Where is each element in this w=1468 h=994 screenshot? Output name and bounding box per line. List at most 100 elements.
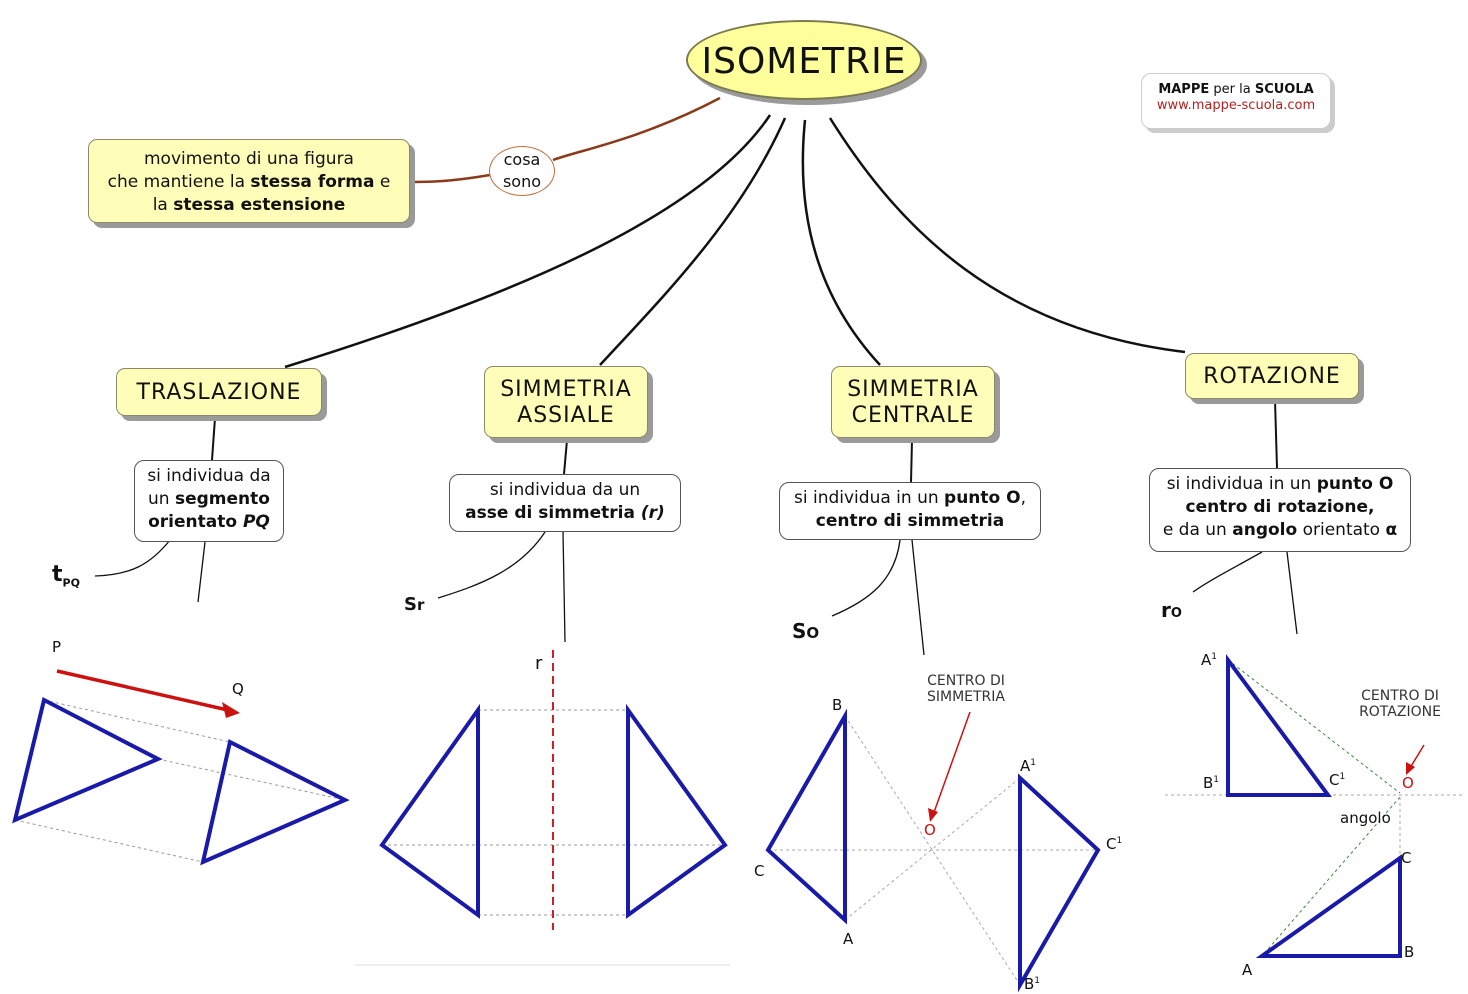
edge-centrale-desc xyxy=(910,439,913,483)
symbol-rotazione: rO xyxy=(1161,598,1182,622)
desc-rotazione-line-3d: α xyxy=(1385,520,1398,540)
translation-figure xyxy=(12,669,350,866)
symbol-traslazione-sub: PQ xyxy=(62,576,80,590)
edge-title-traslazione xyxy=(284,114,772,369)
edge-centrale-figure xyxy=(911,539,925,656)
node-simmetria-assiale: SIMMETRIA ASSIALE xyxy=(484,366,648,438)
desc-traslazione-line-2a: un xyxy=(148,489,175,509)
label-b1-sup: 1 xyxy=(1034,976,1041,986)
node-traslazione: TRASLAZIONE xyxy=(116,368,322,416)
label-rot-b1: B1 xyxy=(1203,774,1219,792)
label-c1-main: C xyxy=(1106,835,1117,853)
edge-assiale-desc xyxy=(563,439,568,475)
definition-line-2a: che mantiene la xyxy=(107,172,251,192)
desc-assiale-line-2a: asse di simmetria xyxy=(465,503,641,523)
symbol-rotazione-main: r xyxy=(1161,598,1171,622)
label-rot-b1-sup: 1 xyxy=(1213,775,1220,785)
label-c1-sup: 1 xyxy=(1116,836,1123,846)
desc-centrale-line-1c: , xyxy=(1020,488,1026,508)
desc-rotazione-line-3c: orientato xyxy=(1297,520,1386,540)
symbol-centrale: SO xyxy=(792,619,819,643)
symbol-traslazione-main: t xyxy=(52,562,63,587)
label-rot-b1-main: B xyxy=(1203,774,1214,792)
symbol-assiale-main: S xyxy=(404,594,417,615)
caption-centro-simmetria-2: SIMMETRIA xyxy=(926,689,1005,705)
definition-line-2c: e xyxy=(374,172,391,192)
edge-label-definition xyxy=(411,173,491,184)
node-simmetria-centrale: SIMMETRIA CENTRALE xyxy=(831,366,995,438)
label-b: B xyxy=(832,696,843,714)
label-b1-main: B xyxy=(1024,975,1035,993)
link-label-line-2: sono xyxy=(502,172,542,191)
edge-title-simmetria-assiale xyxy=(599,117,787,366)
central-symmetry-figure xyxy=(765,708,1101,993)
brand-name-1: MAPPE xyxy=(1158,82,1210,97)
label-rot-o: O xyxy=(1402,774,1414,792)
edge-rotazione-desc xyxy=(1274,399,1278,469)
label-q: Q xyxy=(232,680,244,698)
desc-traslazione: si individua da un segmento orientato PQ xyxy=(134,460,284,542)
definition-line-3b: stessa estensione xyxy=(173,195,346,215)
link-label: cosa sono xyxy=(489,146,555,196)
edge-title-rotazione xyxy=(828,117,1186,354)
desc-assiale-line-1: si individua da un xyxy=(489,480,641,500)
node-rotazione-label: ROTAZIONE xyxy=(1203,364,1341,389)
node-assiale-line-1: SIMMETRIA xyxy=(500,377,632,402)
node-centrale-line-2: CENTRALE xyxy=(851,403,975,428)
desc-centrale: si individua in un punto O, centro di si… xyxy=(779,482,1041,540)
brand-name-3: SCUOLA xyxy=(1254,82,1314,97)
definition-line-1: movimento di una figura xyxy=(144,149,354,169)
caption-centro-rotazione: CENTRO DI ROTAZIONE xyxy=(1352,688,1448,720)
desc-traslazione-line-2b: segmento xyxy=(174,489,270,509)
edge-traslazione-symbol xyxy=(94,539,171,577)
brand-name-2: per la xyxy=(1209,82,1255,97)
label-rot-a1-main: A xyxy=(1201,651,1212,669)
label-c1: C1 xyxy=(1106,835,1122,853)
symbol-assiale-sub: r xyxy=(416,596,425,614)
desc-assiale-line-2b: (r) xyxy=(640,503,665,523)
symbol-assiale: Sr xyxy=(404,594,424,615)
label-c: C xyxy=(754,862,765,880)
symbol-rotazione-sub: O xyxy=(1170,606,1182,621)
edge-rotazione-figure xyxy=(1286,551,1298,635)
node-assiale-line-2: ASSIALE xyxy=(517,403,615,428)
label-rot-a: A xyxy=(1242,961,1253,979)
desc-traslazione-line-3b: PQ xyxy=(242,512,270,532)
desc-centrale-line-2: centro di simmetria xyxy=(815,511,1005,531)
caption-centro-rotazione-1: CENTRO DI xyxy=(1361,688,1439,704)
link-label-line-1: cosa xyxy=(503,150,541,169)
desc-rotazione: si individua in un punto O centro di rot… xyxy=(1149,468,1411,552)
edge-traslazione-figure xyxy=(197,541,206,603)
desc-traslazione-line-1: si individua da xyxy=(147,466,271,486)
label-rot-c1: C1 xyxy=(1329,771,1345,789)
symbol-centrale-sub: O xyxy=(806,624,820,642)
label-angolo: angolo xyxy=(1340,809,1391,827)
symbol-centrale-main: S xyxy=(792,619,807,643)
brand-box: MAPPE per la SCUOLA www.mappe-scuola.com xyxy=(1141,73,1331,129)
label-center-o: O xyxy=(924,821,936,839)
label-axis-r: r xyxy=(535,653,543,674)
desc-centrale-line-1b: punto O xyxy=(944,488,1021,508)
axial-symmetry-figure xyxy=(355,650,730,966)
label-rot-c1-sup: 1 xyxy=(1339,772,1346,782)
label-rot-c: C xyxy=(1401,849,1412,867)
desc-rotazione-line-1a: si individua in un xyxy=(1166,474,1317,494)
desc-rotazione-line-3a: e da un xyxy=(1162,520,1233,540)
edge-centrale-symbol xyxy=(831,539,901,617)
label-a1-main: A xyxy=(1020,757,1031,775)
brand-url[interactable]: www.mappe-scuola.com xyxy=(1156,98,1316,113)
edge-title-definition xyxy=(552,96,721,162)
edge-rotazione-symbol xyxy=(1192,551,1263,593)
edge-traslazione-desc xyxy=(211,417,216,461)
caption-centro-rotazione-2: ROTAZIONE xyxy=(1359,704,1441,720)
desc-centrale-line-1a: si individua in un xyxy=(794,488,945,508)
edge-assiale-figure xyxy=(562,531,566,643)
edge-title-simmetria-centrale xyxy=(801,119,881,366)
label-p: P xyxy=(52,638,62,656)
page-title: ISOMETRIE xyxy=(701,41,907,82)
title-node: ISOMETRIE xyxy=(686,20,922,100)
label-rot-c1-main: C xyxy=(1329,771,1340,789)
desc-assiale: si individua da un asse di simmetria (r) xyxy=(449,474,681,532)
symbol-traslazione: tPQ xyxy=(52,562,80,589)
label-rot-a1: A1 xyxy=(1201,651,1217,669)
